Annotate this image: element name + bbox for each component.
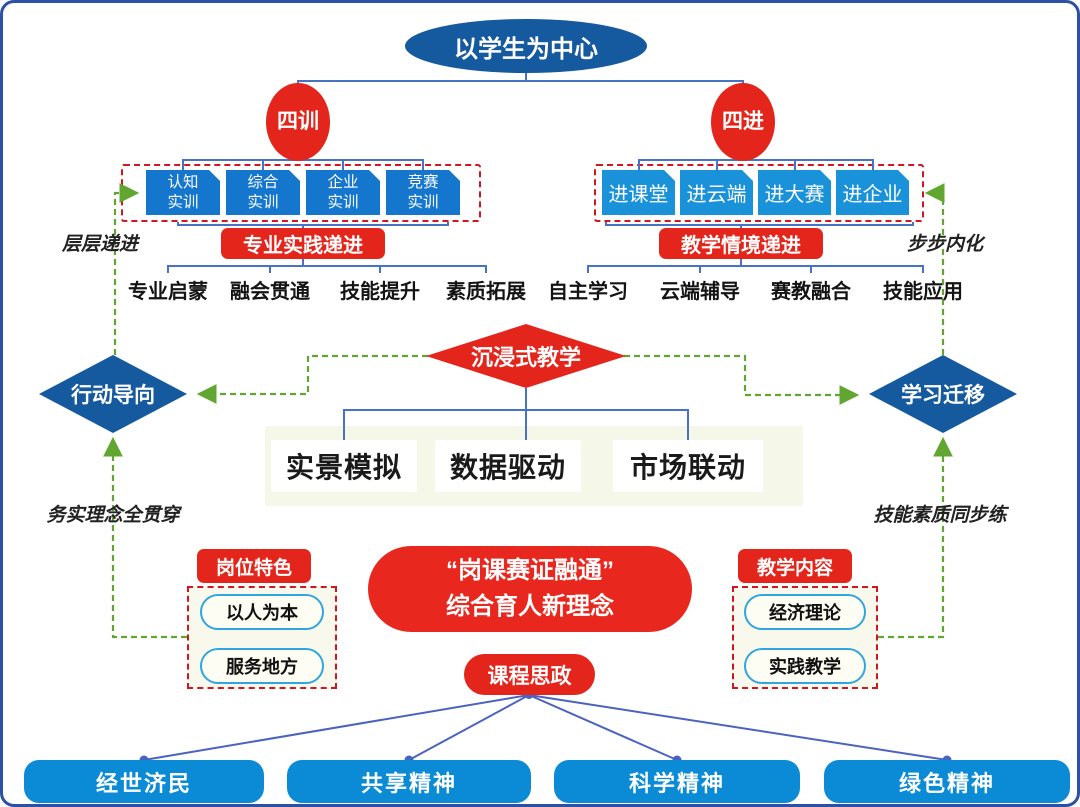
student-centered-label: 以学生为中心 [454, 35, 598, 63]
note-step-internalize: 步步内化 [906, 233, 983, 255]
training-box-comprehensive: 综合实训 [226, 170, 300, 215]
practice-progress-badge: 专业实践递进 [221, 228, 385, 259]
connector-lines [103, 73, 953, 765]
concept-box: “岗课赛证融通” 综合育人新理念 [368, 546, 692, 632]
four-trainings-label: 四训 [277, 109, 319, 133]
context-progress-badge: 教学情境递进 [659, 228, 823, 259]
student-centered-ellipse: 以学生为中心 [405, 19, 647, 73]
enter-box-enterprise: 进企业 [836, 170, 909, 215]
stage-label-cloud-tutoring: 云端辅导 [660, 280, 740, 303]
stage-label-integration: 融会贯通 [230, 280, 310, 303]
stage-label-skill-improve: 技能提升 [340, 280, 420, 303]
note-pragmatic-concept: 务实理念全贯穿 [46, 504, 180, 526]
stage-label-self-study: 自主学习 [548, 280, 628, 303]
stage-label-quality-expand: 素质拓展 [446, 280, 526, 303]
four-trainings-badge: 四训 [266, 83, 330, 161]
training-box-competition: 竞赛实训 [386, 170, 460, 215]
method-box-simulation: 实景模拟 [271, 440, 417, 492]
feature-pill-people-first: 以人为本 [200, 594, 324, 630]
training-box-enterprise: 企业实训 [306, 170, 380, 215]
note-skill-quality-sync: 技能素质同步练 [873, 504, 1007, 526]
stage-label-enlightenment: 专业启蒙 [128, 280, 208, 303]
post-feature-badge: 岗位特色 [197, 549, 311, 583]
enter-group-frame [594, 164, 924, 222]
enter-box-contest: 进大赛 [758, 170, 831, 215]
four-enters-label: 四进 [722, 109, 764, 133]
content-pill-economic-theory: 经济理论 [744, 594, 866, 630]
enter-box-classroom: 进课堂 [602, 170, 675, 215]
stage-label-skill-apply: 技能应用 [883, 280, 963, 303]
enter-box-cloud: 进云端 [680, 170, 753, 215]
feature-pill-serve-local: 服务地方 [200, 648, 324, 684]
course-ideology-badge: 课程思政 [464, 654, 595, 695]
spirit-bar-jingshi-jimin: 经世济民 [24, 760, 264, 803]
spirit-bar-green: 绿色精神 [824, 760, 1070, 803]
training-box-cognition: 认知实训 [146, 170, 220, 215]
spirit-bar-science: 科学精神 [554, 760, 800, 803]
four-enters-badge: 四进 [711, 83, 775, 161]
concept-line1: “岗课赛证融通” [446, 557, 614, 584]
content-pill-practice-teaching: 实践教学 [744, 648, 866, 684]
spirit-bar-sharing: 共享精神 [287, 760, 531, 803]
method-box-market-linkage: 市场联动 [613, 440, 763, 492]
method-box-data-driven: 数据驱动 [435, 440, 581, 492]
note-layer-progress: 层层递进 [61, 233, 138, 255]
stage-label-contest-fusion: 赛教融合 [771, 280, 851, 303]
teaching-content-badge: 教学内容 [738, 549, 852, 583]
concept-line2: 综合育人新理念 [446, 593, 614, 620]
